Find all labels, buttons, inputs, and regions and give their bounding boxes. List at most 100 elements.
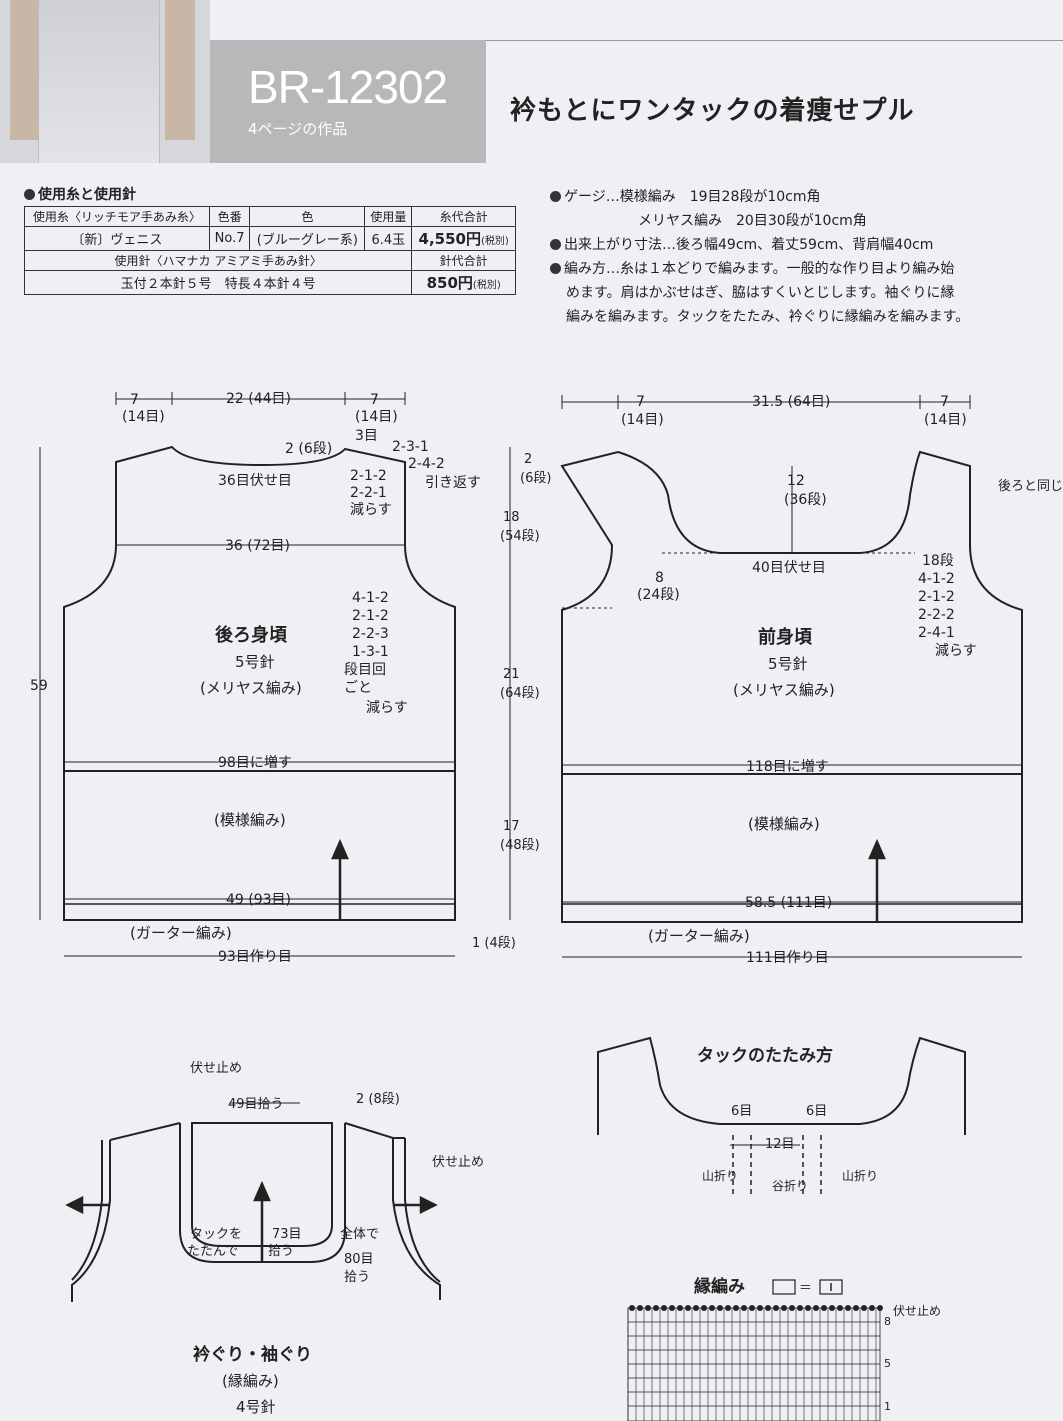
front-4-1-2: 4-1-2 bbox=[918, 571, 955, 587]
tuck-title: タックのたたみ方 bbox=[697, 1045, 833, 1066]
front-shoulder-r: 7 bbox=[940, 394, 949, 410]
needle-header: 使用針〈ハマナカ アミアミ手あみ針〉 bbox=[23, 250, 413, 271]
edge-chart-grid bbox=[627, 1307, 881, 1421]
back-short-rows: 引き返す bbox=[425, 475, 481, 491]
finish-tuck-1: タックを bbox=[190, 1227, 242, 1242]
mid-17: 17 bbox=[503, 819, 520, 834]
bullet-icon bbox=[550, 263, 561, 274]
edge-chart-dot bbox=[645, 1305, 651, 1311]
back-increase-98: 98目に増す bbox=[218, 755, 292, 771]
finish-bind-off-top: 伏せ止め bbox=[190, 1061, 242, 1076]
edge-chart-dot bbox=[637, 1305, 643, 1311]
finish-row-2: 2 (8段) bbox=[356, 1092, 400, 1107]
edge-chart-dot bbox=[725, 1305, 731, 1311]
mid-18-rows: (54段) bbox=[500, 529, 540, 544]
edge-chart-dot bbox=[861, 1305, 867, 1311]
edge-legend-eq: ＝ bbox=[799, 1281, 812, 1296]
armhole-left-outer bbox=[71, 1140, 111, 1300]
edge-chart-dot bbox=[845, 1305, 851, 1311]
needle-names: 玉付２本針５号 特長４本針４号 bbox=[23, 270, 413, 295]
edge-chart-dot bbox=[773, 1305, 779, 1311]
edge-chart-dot bbox=[677, 1305, 683, 1311]
front-2-2-2: 2-2-2 bbox=[918, 607, 955, 623]
edge-chart-dot bbox=[717, 1305, 723, 1311]
method-line-1: 編み方…糸は１本どりで編みます。一般的な作り目より編み始 bbox=[550, 258, 954, 278]
mid-18: 18 bbox=[503, 510, 520, 525]
edge-chart-dot bbox=[757, 1305, 763, 1311]
edge-chart-dot bbox=[709, 1305, 715, 1311]
edge-chart-dot bbox=[653, 1305, 659, 1311]
edge-chart-dot bbox=[821, 1305, 827, 1311]
edge-chart-dot bbox=[685, 1305, 691, 1311]
back-width-49: 49 (93目) bbox=[226, 892, 291, 908]
back-shoulder-r: 7 bbox=[370, 392, 379, 408]
front-arm-8-rows: (24段) bbox=[637, 587, 680, 603]
front-increase-118: 118目に増す bbox=[746, 759, 829, 775]
front-arm-8: 8 bbox=[655, 570, 664, 586]
tuck-mountain-right: 山折り bbox=[842, 1168, 878, 1183]
front-body-outline bbox=[560, 450, 1023, 923]
back-arm-2-2-3: 2-2-3 bbox=[352, 626, 389, 642]
yarn-header-color-no: 色番 bbox=[208, 206, 251, 227]
yarn-color: (ブルーグレー系) bbox=[249, 226, 366, 251]
edge-chart-dot bbox=[837, 1305, 843, 1311]
front-neck-12: 12 bbox=[787, 473, 805, 489]
mid-21: 21 bbox=[503, 667, 520, 682]
front-shoulder-r-st: (14目) bbox=[924, 412, 967, 428]
back-height-59: 59 bbox=[30, 678, 48, 694]
tuck-valley: 谷折り bbox=[772, 1178, 808, 1193]
front-cast-on: 111目作り目 bbox=[746, 950, 829, 966]
back-shoulder-l: 7 bbox=[130, 392, 139, 408]
front-pattern-label: (模様編み) bbox=[748, 815, 820, 833]
edge-bind-off: 伏せ止め bbox=[893, 1304, 941, 1318]
finish-bind-off-side: 伏せ止め bbox=[432, 1155, 484, 1170]
back-2-1-2: 2-1-2 bbox=[350, 468, 387, 484]
edge-chart-dot bbox=[781, 1305, 787, 1311]
edge-chart-dot bbox=[805, 1305, 811, 1311]
front-neck-12-rows: (36段) bbox=[784, 492, 827, 508]
edge-chart-dot bbox=[701, 1305, 707, 1311]
finish-80-b: 拾う bbox=[344, 1270, 370, 1285]
front-needle: 5号針 bbox=[768, 655, 808, 673]
armhole-left-inner bbox=[71, 1140, 103, 1281]
edge-chart-dot bbox=[869, 1305, 875, 1311]
tuck-12: 12目 bbox=[765, 1137, 795, 1152]
back-arm-2-1-2: 2-1-2 bbox=[352, 608, 389, 624]
finish-title: 衿ぐり・袖ぐり bbox=[193, 1344, 312, 1365]
back-arm-4-1-2: 4-1-2 bbox=[352, 590, 389, 606]
finish-80: 80目 bbox=[344, 1252, 374, 1267]
back-needle: 5号針 bbox=[235, 653, 275, 671]
tuck-6-right: 6目 bbox=[806, 1104, 827, 1119]
finish-pick-73-b: 拾う bbox=[268, 1244, 294, 1259]
front-shoulder-l-st: (14目) bbox=[621, 412, 664, 428]
mid-1: 1 (4段) bbox=[472, 936, 516, 951]
back-2-3-1: 2-3-1 bbox=[392, 439, 429, 455]
back-piece-name: 後ろ身頃 bbox=[215, 624, 288, 646]
front-shoulder-l: 7 bbox=[636, 394, 645, 410]
pattern-title: 衿もとにワンタックの着痩せプル bbox=[510, 96, 915, 126]
title-rule bbox=[486, 40, 1063, 41]
front-width-58: 58.5 (111目) bbox=[745, 895, 832, 911]
back-2-4-2: 2-4-2 bbox=[408, 456, 445, 472]
edge-chart-dot bbox=[789, 1305, 795, 1311]
finished-size: 出来上がり寸法…後ろ幅49cm、着丈59cm、背肩幅40cm bbox=[550, 234, 933, 254]
model-photo bbox=[0, 0, 210, 163]
method-line-3: 編みを編みます。タックをたたみ、衿ぐりに縁編みを編みます。 bbox=[566, 309, 970, 325]
edge-chart-dot bbox=[765, 1305, 771, 1311]
back-2-2-1: 2-2-1 bbox=[350, 485, 387, 501]
front-garter-label: (ガーター編み) bbox=[648, 927, 750, 945]
back-neck-width: 22 (44目) bbox=[226, 391, 291, 407]
mid-2-rows: (6段) bbox=[520, 471, 551, 486]
mid-2: 2 bbox=[524, 452, 532, 467]
back-arm-1-3-1: 1-3-1 bbox=[352, 644, 389, 660]
back-shoulder-r-st: (14目) bbox=[355, 409, 398, 425]
tuck-6-left: 6目 bbox=[731, 1104, 752, 1119]
edge-chart-dot bbox=[877, 1305, 883, 1311]
back-width-36: 36 (72目) bbox=[225, 538, 290, 554]
front-bind-off: 40目伏せ目 bbox=[752, 560, 826, 576]
yarn-amount: 6.4玉 bbox=[364, 226, 413, 251]
finish-pick-73: 73目 bbox=[272, 1227, 302, 1242]
yarn-header-amount: 使用量 bbox=[364, 206, 413, 227]
tuck-outline bbox=[597, 1036, 966, 1135]
edge-title: 縁編み bbox=[694, 1276, 745, 1297]
